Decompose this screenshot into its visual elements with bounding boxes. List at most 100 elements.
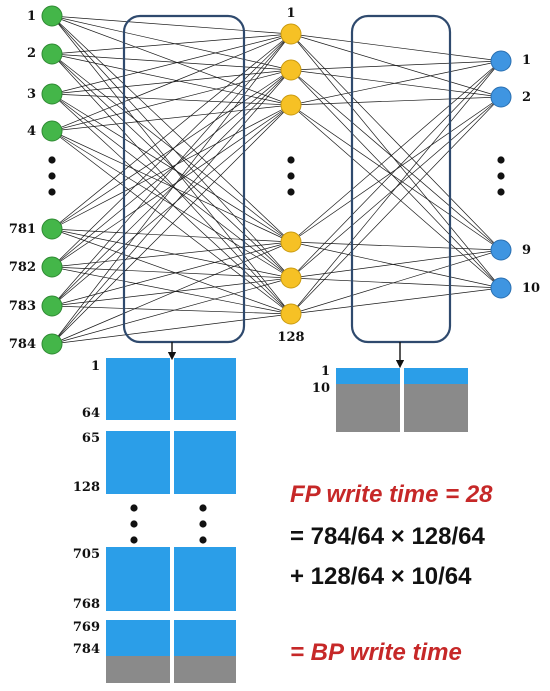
- input-node: [41, 218, 63, 240]
- matrix2-block: [404, 368, 468, 384]
- connection-line: [290, 60, 502, 279]
- connection-line: [290, 241, 502, 289]
- matrix1-block: [106, 620, 170, 656]
- connection-line: [51, 266, 292, 315]
- connection-line: [51, 241, 292, 268]
- write-time-equation: FP write time = 28 = 784/64 × 128/64 + 1…: [290, 481, 493, 666]
- connection-line: [51, 69, 292, 307]
- connection-line: [51, 93, 292, 243]
- connection-line: [290, 33, 502, 289]
- connection-line: [51, 228, 292, 243]
- hidden-layer: [280, 23, 302, 325]
- connection-line: [51, 33, 292, 132]
- hidden-node: [280, 267, 302, 289]
- matrix1-row-label: 65: [82, 431, 100, 446]
- input-label: 782: [9, 260, 36, 275]
- matrix1-row-label: 1: [91, 359, 100, 374]
- connection-line: [51, 241, 292, 345]
- connection-line: [51, 33, 292, 230]
- input-label: 781: [9, 222, 36, 237]
- input-node: [41, 295, 63, 317]
- hidden-node: [280, 94, 302, 116]
- input-label: 3: [27, 87, 36, 102]
- connection-line: [51, 69, 292, 95]
- hidden-node: [280, 303, 302, 325]
- bp-write-time: = BP write time: [290, 639, 462, 666]
- connection-line: [51, 15, 292, 71]
- matrix1-padding-block: [174, 656, 236, 683]
- weight-matrix-2: 1 10: [312, 364, 468, 432]
- output-node: [490, 277, 512, 299]
- connection-line: [51, 277, 292, 345]
- fp-write-time: FP write time = 28: [290, 481, 493, 508]
- hidden-output-connections: [290, 33, 502, 315]
- connection-line: [51, 104, 292, 268]
- connection-line: [290, 60, 502, 315]
- connection-line: [290, 249, 502, 315]
- connection-line: [290, 241, 502, 251]
- input-labels: 1 2 3 4 781 782 783 784: [9, 9, 36, 352]
- equation-term-2: + 128/64 × 10/64: [290, 563, 472, 590]
- connection-line: [290, 60, 502, 106]
- connection-line: [51, 33, 292, 95]
- connection-line: [51, 130, 292, 243]
- connection-line: [290, 104, 502, 251]
- output-label: 10: [522, 281, 540, 296]
- connection-line: [51, 69, 292, 230]
- input-node: [41, 5, 63, 27]
- input-label: 784: [9, 337, 36, 352]
- connection-line: [51, 33, 292, 55]
- matrix1-row-label: 769: [73, 620, 100, 635]
- hidden-node: [280, 59, 302, 81]
- connection-line: [51, 15, 292, 243]
- connection-line: [51, 277, 292, 307]
- hidden-node: [280, 23, 302, 45]
- output-node: [490, 50, 512, 72]
- input-hidden-connections: [51, 15, 292, 345]
- connection-line: [290, 69, 502, 251]
- input-label: 783: [9, 299, 36, 314]
- matrix1-block: [106, 431, 170, 494]
- hidden-ellipsis: [287, 156, 295, 196]
- connection-line: [51, 33, 292, 307]
- connection-line: [51, 15, 292, 106]
- connection-line: [290, 60, 502, 71]
- matrix1-block: [106, 358, 170, 420]
- output-label: 2: [522, 90, 531, 105]
- matrix1-block: [106, 547, 170, 611]
- connection-line: [51, 53, 292, 315]
- weight-matrix-1: 1 64 65 128 705 768 769 784: [73, 358, 236, 683]
- output-label: 1: [522, 53, 531, 68]
- connection-line: [290, 33, 502, 62]
- connection-line: [51, 228, 292, 315]
- matrix2-padding-block: [404, 384, 468, 432]
- matrix1-block: [174, 431, 236, 494]
- connection-line: [51, 15, 292, 315]
- connection-line: [290, 69, 502, 98]
- matrix1-row-label: 784: [73, 642, 100, 657]
- matrix1-ellipsis: [130, 504, 207, 544]
- output-layer: [490, 50, 512, 299]
- output-labels: 1 2 9 10: [522, 53, 540, 296]
- matrix1-row-label: 128: [73, 480, 100, 495]
- matrix2-block: [336, 368, 400, 384]
- matrix1-padding-block: [106, 656, 170, 683]
- connection-line: [51, 93, 292, 315]
- output-node: [490, 239, 512, 261]
- matrix1-block: [174, 620, 236, 656]
- matrix1-row-label: 64: [82, 406, 100, 421]
- hidden-label-first: 1: [286, 6, 295, 21]
- connection-line: [51, 69, 292, 132]
- input-ellipsis: [48, 156, 56, 196]
- input-label: 1: [27, 9, 36, 24]
- connection-line: [51, 305, 292, 315]
- connection-line: [290, 104, 502, 289]
- connection-line: [51, 33, 292, 345]
- connection-line: [51, 104, 292, 307]
- connection-line: [51, 53, 292, 71]
- matrix1-block: [174, 358, 236, 420]
- connection-line: [51, 130, 292, 279]
- output-node: [490, 86, 512, 108]
- weight-box-layer2: [350, 14, 452, 344]
